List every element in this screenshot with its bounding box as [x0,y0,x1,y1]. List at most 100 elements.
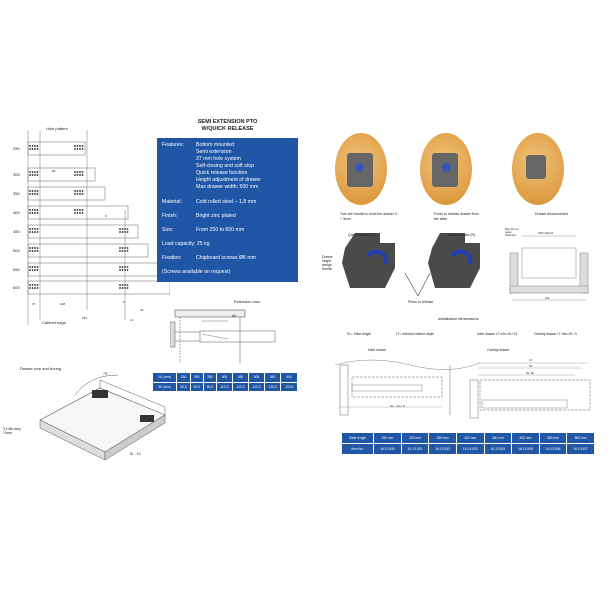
size-label: 550 [13,267,20,272]
table-cell: 90,5 [202,381,217,392]
hole [34,190,36,192]
hole [126,228,129,230]
hole [79,212,81,214]
hole [126,284,129,286]
slide-outline [27,280,170,295]
overlay-dim-lt: LT [529,358,533,362]
hole [36,209,39,211]
size-label: 350 [13,191,20,196]
hole [36,269,39,271]
hole [74,212,76,214]
table-cell: 16.13.537 [566,443,595,455]
hole [81,212,84,214]
inset-title: Inset drawer [368,348,387,352]
hole [81,193,84,195]
hole [36,284,39,286]
photo-level-adjust [335,133,387,205]
hole [31,228,34,230]
hole [76,212,79,214]
overlay-dim-sl: SL [529,364,533,368]
hole [81,174,84,176]
product-title: SEMI EXTENSION PTO W/QUICK RELEASE [157,119,298,133]
lw-label: LW [545,296,550,300]
hole [121,284,124,286]
caption-press-release: Press to release drawer from the slide [434,212,479,221]
feature-item: Bottom mounted [196,142,235,148]
feature-item: Quick release function [196,170,248,176]
table-cell: 400 [215,372,233,383]
table-cell: 130,5 [264,381,282,392]
feature-item: Semi extension [196,149,232,155]
hole [34,148,36,150]
hole [79,209,81,211]
table-cell: 16.13.534 [483,443,513,455]
size-value: From 250 to 600 mm [196,227,245,233]
load-value: 25 kg [196,241,210,247]
panel-thickness-label: Max 16 mm panel thickness [505,228,519,237]
hole [119,266,121,268]
hole [29,231,31,233]
hole [121,250,124,252]
hole [126,250,129,252]
table-cell: 16.13.536 [538,443,568,455]
hole [31,212,34,214]
hole [81,171,84,173]
hole [76,145,79,147]
hole [34,287,36,289]
size-label: 400 [13,210,20,215]
load-label: Load capacity: [162,241,196,247]
table-cell: 16.13.532 [428,443,457,455]
note-overlay: Overlay drawer LT min=SL+3 [534,332,577,336]
hole [74,145,76,147]
hole [126,231,129,233]
caption-disconnected: Drawer disconnected [535,212,568,216]
hole [31,231,34,233]
hole [34,212,36,214]
hole [119,269,121,271]
hole [29,250,31,252]
hole [81,209,84,211]
table-cell: 350 [202,372,217,383]
table-cell: 400 mm [455,432,485,444]
note-lt: LT= Internal cabinet depth [396,332,435,336]
slide-outline [27,141,86,156]
hole [76,209,79,211]
hole [29,174,31,176]
hole [121,269,124,271]
dimension-label: 44 [140,308,144,312]
fixation-value: Chipboard screws Ø6 mm [196,255,256,261]
size-label: 500 [13,248,20,253]
table-cell: 16.13.530 [373,443,402,455]
row-header: Item No. [340,443,375,455]
hole [36,266,39,268]
hole [36,145,39,147]
size-label: 300 [13,172,20,177]
hole [74,171,76,173]
hole [31,174,34,176]
hole [119,250,121,252]
hole-pattern-drawing [27,130,170,325]
hole [119,287,121,289]
inset-dim: SL - 10 + X [390,404,405,408]
feature-item: 37 mm hole system [196,156,241,162]
dimension-label: 96 [52,169,56,173]
sl-label: SL - 10 [130,452,141,456]
hole [81,190,84,192]
overlay-title: Overlay drawer [487,348,510,352]
quick-release-images [342,233,480,297]
table-cell: 450 [231,372,250,383]
hole [119,231,121,233]
hole [36,247,39,249]
hole [34,209,36,211]
photo-disconnected [512,133,564,205]
hole [29,228,31,230]
hole [29,266,31,268]
features-label: Features: [162,142,184,148]
leveller-label: Drawer height wedge leveller [322,255,333,271]
table-cell: 110,5 [247,381,266,392]
slide-outline [27,186,106,201]
